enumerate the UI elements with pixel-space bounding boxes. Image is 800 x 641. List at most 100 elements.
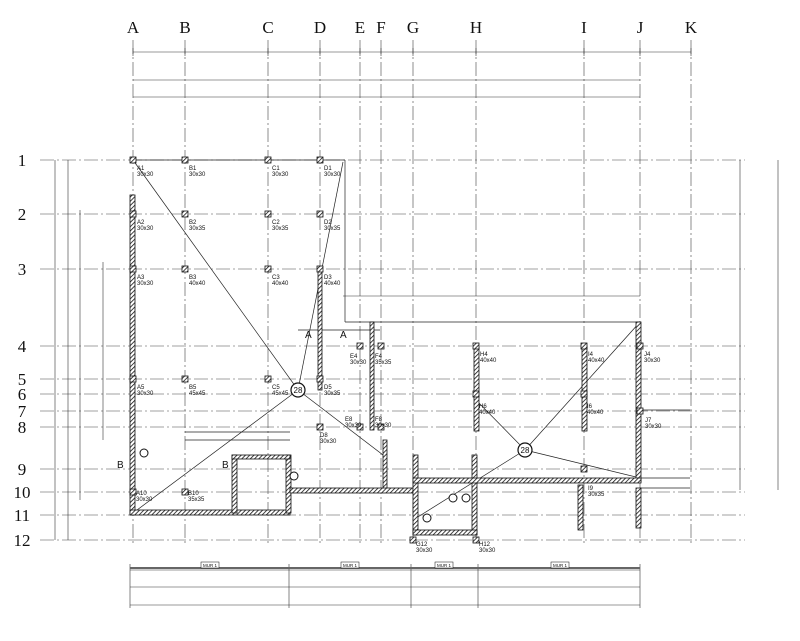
column-size-label: 30x30 [375,423,392,429]
callout-circle-icon [517,442,533,458]
column-id-label: A10 [136,491,147,497]
column-axis-label: K [685,18,698,37]
section-mark-label: B [222,460,229,471]
column-id-label: I9 [588,486,594,492]
row-axis-label: 11 [14,506,30,525]
row-axis-label: 5 [18,370,27,389]
column-A3 [129,265,137,273]
column-id-label: C1 [272,166,280,172]
wall [285,454,292,514]
wall [129,509,291,516]
column-id-label: I6 [587,404,593,410]
column-id-label: B3 [189,275,197,281]
column-axis-label: D [314,18,326,37]
wall [412,454,419,536]
column-axis-label: H [470,18,482,37]
column-D8 [316,423,324,431]
row-axis-label: 10 [14,483,31,502]
callout-circle-icon [290,382,306,398]
column-id-label: E4 [350,354,358,360]
column-axis-label: J [637,18,644,37]
column-E8 [356,423,364,431]
column-size-label: 30x30 [479,548,496,554]
wall [412,529,478,536]
column-id-label: B2 [189,220,197,226]
column-id-label: C5 [272,385,280,391]
outline-line [475,399,526,451]
column-id-label: B5 [189,385,197,391]
wall-label-box [340,561,360,569]
column-size-label: 40x40 [588,358,605,364]
column-E4 [356,342,364,350]
section-mark-label: B [117,460,124,471]
small-callout-icon [461,493,471,503]
small-callout-icon [422,513,432,523]
outline-line [132,389,299,514]
column-id-label: F8 [375,417,383,423]
column-id-label: E8 [345,417,353,423]
callout-label: 28 [521,446,530,455]
column-size-label: 35x35 [188,497,205,503]
column-C5 [264,375,272,383]
column-id-label: I4 [588,352,594,358]
column-J7 [636,407,644,415]
column-B10 [181,488,189,496]
column-size-label: 30x30 [644,358,661,364]
column-size-label: 40x40 [480,358,497,364]
wall-label: MUR 1 [343,563,357,568]
column-size-label: 30x30 [137,172,154,178]
column-id-label: J4 [644,352,651,358]
column-F4 [377,342,385,350]
column-id-label: C3 [272,275,280,281]
wall [412,477,642,484]
column-D2 [316,210,324,218]
outline-line [524,449,641,479]
column-D1 [316,156,324,164]
column-A5 [129,375,137,383]
small-callout-icon [289,471,299,481]
column-A1 [129,156,137,164]
wall [473,345,480,432]
column-size-label: 30x30 [137,391,154,397]
column-size-label: 30x30 [137,226,154,232]
section-mark-label: A [340,330,347,341]
column-axis-label: G [407,18,419,37]
column-I9 [580,465,588,473]
column-I6 [580,390,588,398]
column-size-label: 45x45 [189,391,206,397]
column-id-label: F4 [375,354,383,360]
column-size-label: 40x40 [479,410,496,416]
column-id-label: G12 [416,542,428,548]
column-F8 [377,423,385,431]
column-size-label: 30x35 [324,391,341,397]
column-I4 [580,342,588,350]
column-size-label: 30x30 [136,497,153,503]
column-id-label: A5 [137,385,145,391]
wall [231,454,238,514]
row-axis-label: 12 [14,531,31,550]
column-id-label: D3 [324,275,332,281]
column-size-label: 30x30 [645,424,662,430]
wall-label-box [434,561,454,569]
row-axis-label: 9 [18,460,27,479]
column-H6 [472,390,480,398]
column-C1 [264,156,272,164]
wall [317,267,323,391]
outline-line [297,389,384,456]
column-C3 [264,265,272,273]
wall [471,454,478,536]
column-G12 [409,536,417,544]
column-D3 [316,265,324,273]
column-size-label: 35x35 [375,360,392,366]
wall-label: MUR 1 [553,563,567,568]
column-A10 [129,488,137,496]
row-axis-label: 3 [18,260,27,279]
column-id-label: B1 [189,166,197,172]
column-id-label: D2 [324,220,332,226]
small-callout-icon [448,493,458,503]
column-B3 [181,265,189,273]
wall-label-box [200,561,220,569]
wall-label-box [550,561,570,569]
